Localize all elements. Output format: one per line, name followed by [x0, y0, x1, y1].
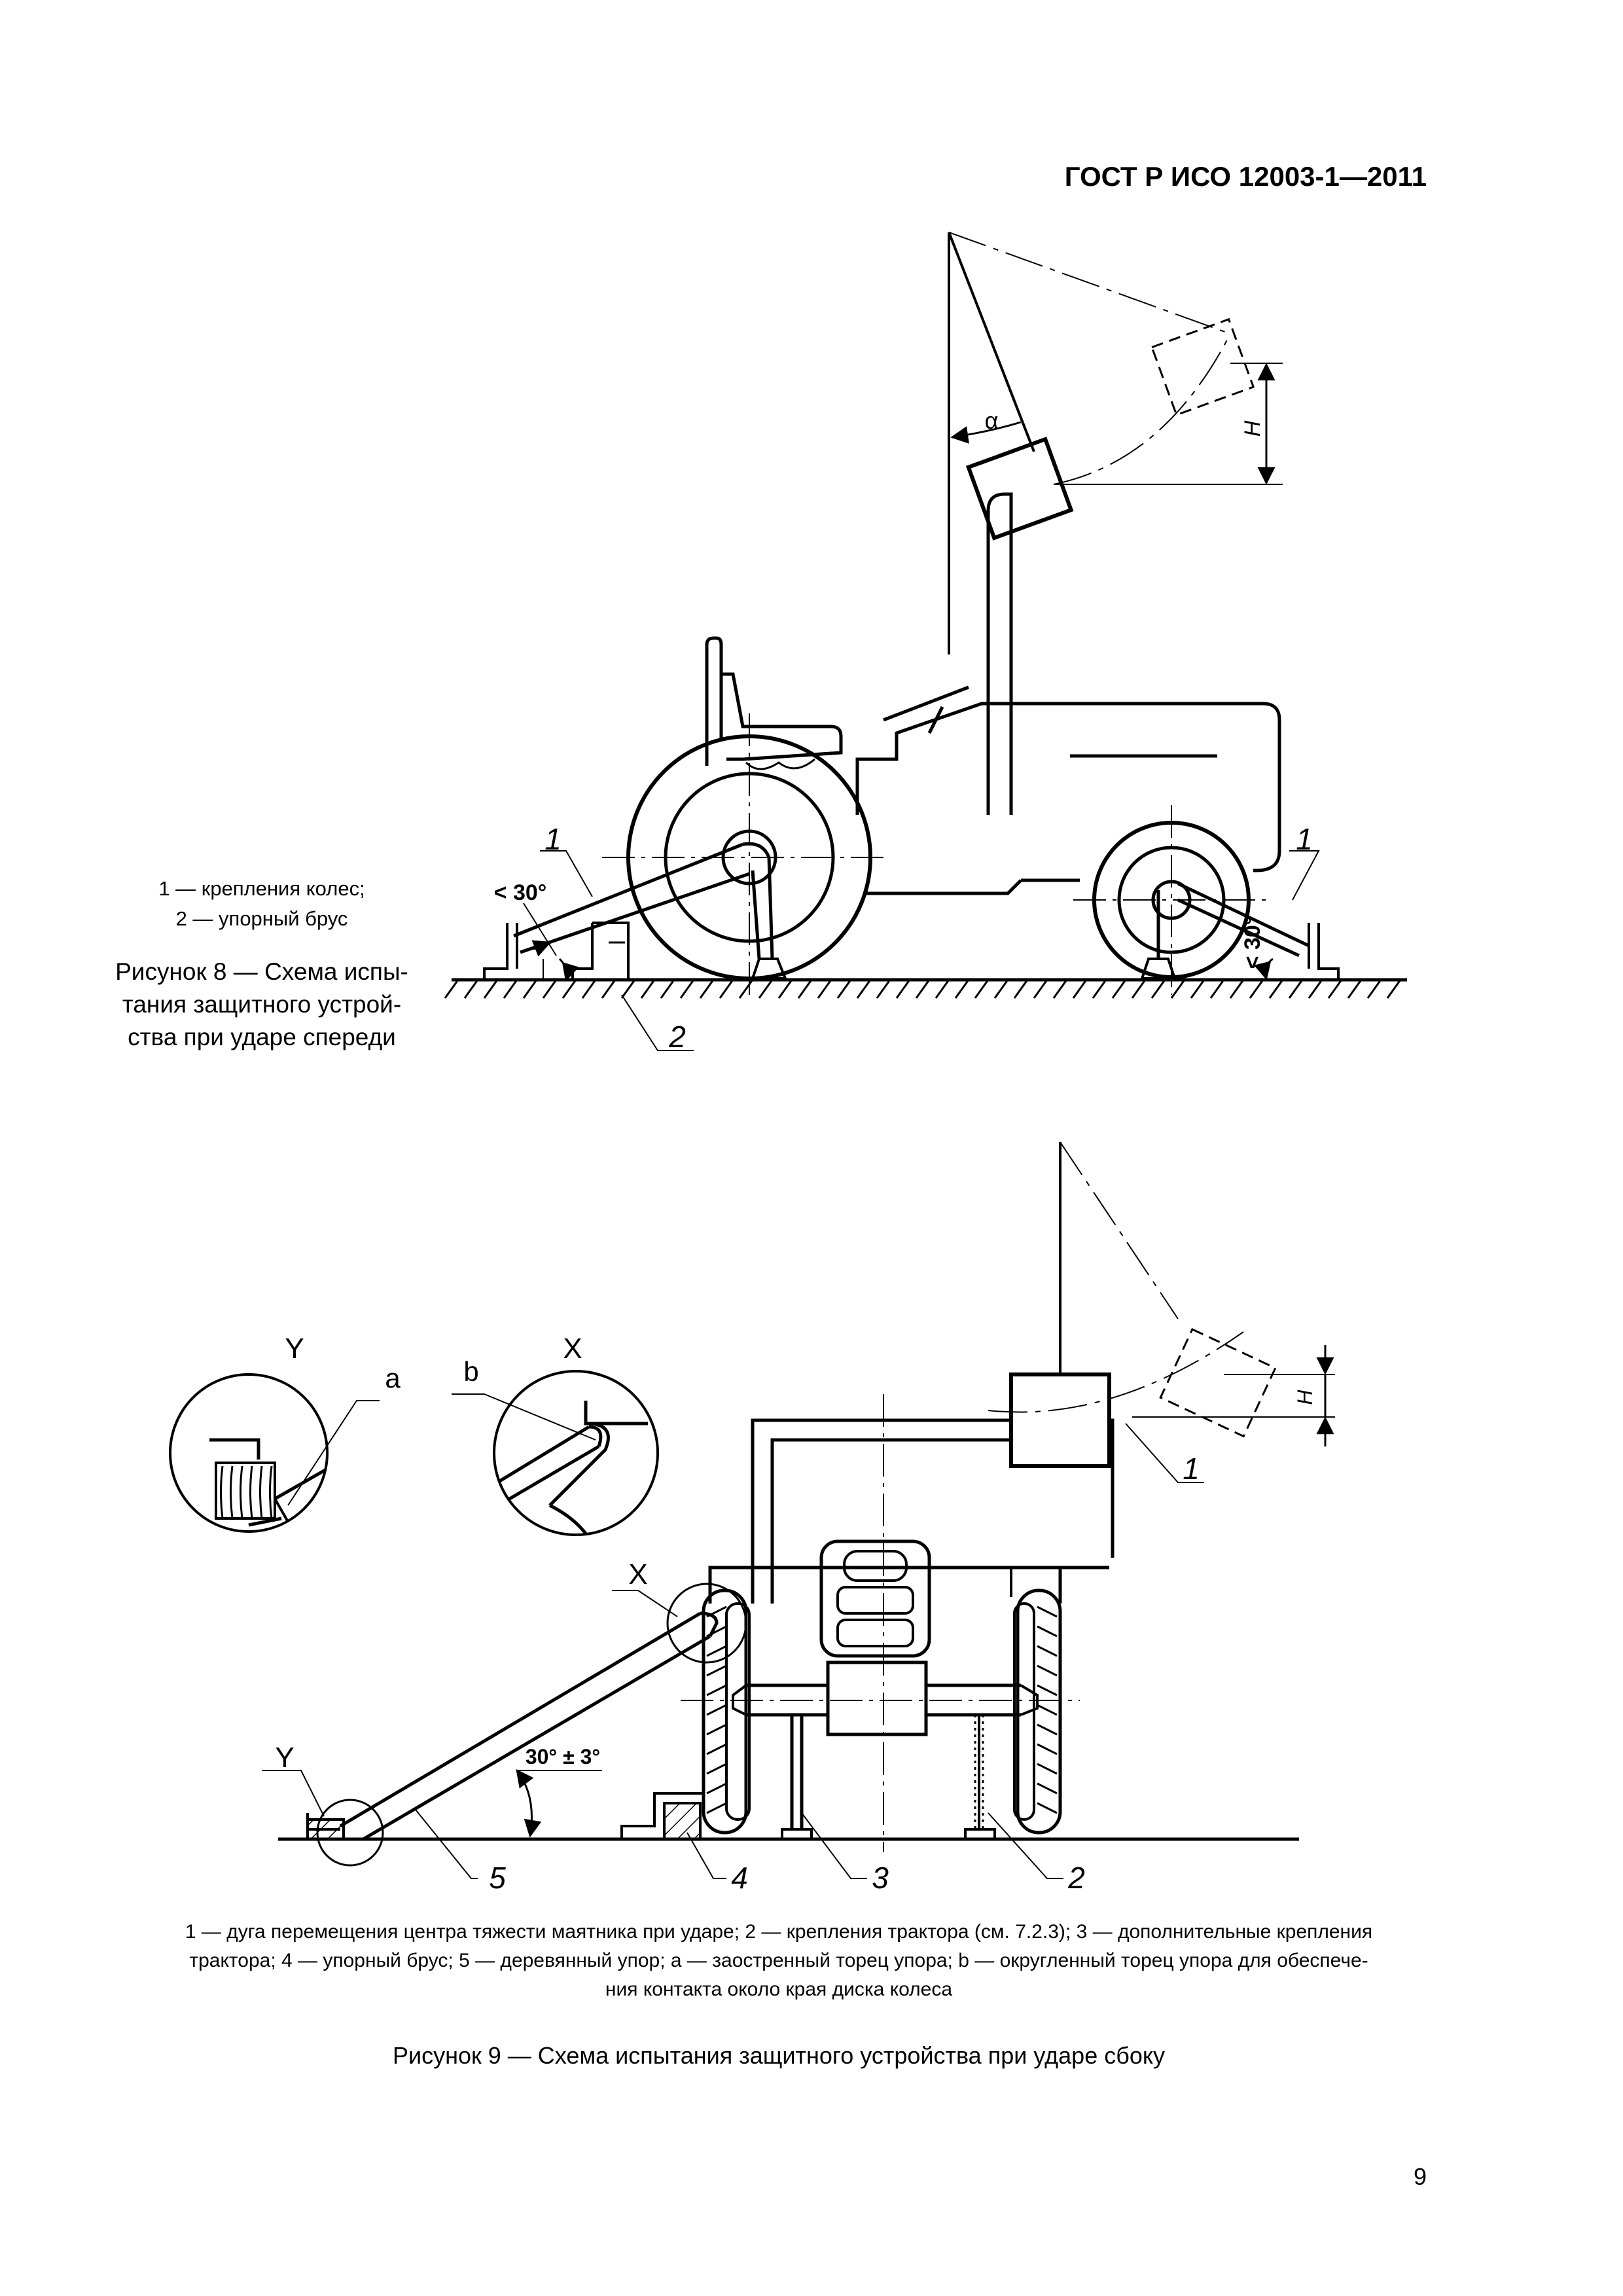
fig9-detail-x-title: X [563, 1333, 582, 1365]
fig9-callout-y: Y [275, 1742, 294, 1774]
fig8-item-1-left: 1 [544, 822, 562, 856]
fig9-callout-x: X [628, 1558, 647, 1590]
fig8-h-label: H [1240, 420, 1265, 437]
figure-8-legend-line: 2 — упорный брус [175, 907, 348, 930]
fig8-alpha-label: α [985, 407, 999, 434]
page-number: 9 [1413, 2163, 1427, 2190]
fig8-angle-left-label: < 30° [494, 880, 547, 905]
figure-8-caption-line: Рисунок 8 — Схема испы- [115, 958, 408, 985]
fig9-item-2: 2 [1067, 1861, 1085, 1895]
fig9-label-b: b [463, 1356, 478, 1387]
fig9-item-1: 1 [1183, 1452, 1200, 1486]
fig8-item-1-right: 1 [1296, 822, 1313, 856]
fig8-angle-right-label: < 30° [1240, 916, 1265, 969]
fig9-angle-label: 30° ± 3° [526, 1745, 600, 1768]
figure-9-caption: Рисунок 9 — Схема испытания защитного ус… [392, 2042, 1166, 2069]
figure-8-legend: 1 — крепления колес; 2 — упорный брус [98, 874, 425, 934]
fig9-item-5: 5 [489, 1861, 506, 1895]
fig9-label-a: a [385, 1363, 401, 1393]
figure-8-drawing [444, 232, 1407, 1051]
figure-8-caption: Рисунок 8 — Схема испы- тания защитного … [98, 956, 425, 1054]
figure-9-drawing [169, 1141, 1335, 1879]
figure-8-caption-line: тания защитного устрой- [122, 991, 402, 1018]
fig8-item-2: 2 [668, 1020, 686, 1054]
figure-8-caption-line: ства при ударе спереди [128, 1024, 396, 1050]
fig9-h-label: H [1293, 1390, 1317, 1405]
fig9-item-3: 3 [872, 1861, 889, 1895]
figure-9-legend-line: ния контакта около края диска колеса [605, 1979, 953, 2000]
figure-9-legend-line: 1 — дуга перемещения центра тяжести маят… [185, 1921, 1373, 1943]
fig9-item-4: 4 [731, 1861, 748, 1895]
figure-8-legend-line: 1 — крепления колес; [158, 877, 365, 900]
document-header: ГОСТ Р ИСО 12003-1—2011 [1064, 161, 1427, 192]
figure-9-legend: 1 — дуга перемещения центра тяжести маят… [111, 1918, 1446, 2004]
figure-9-legend-line: трактора; 4 — упорный брус; 5 — деревянн… [189, 1950, 1368, 1971]
fig9-detail-y-title: Y [285, 1333, 304, 1365]
